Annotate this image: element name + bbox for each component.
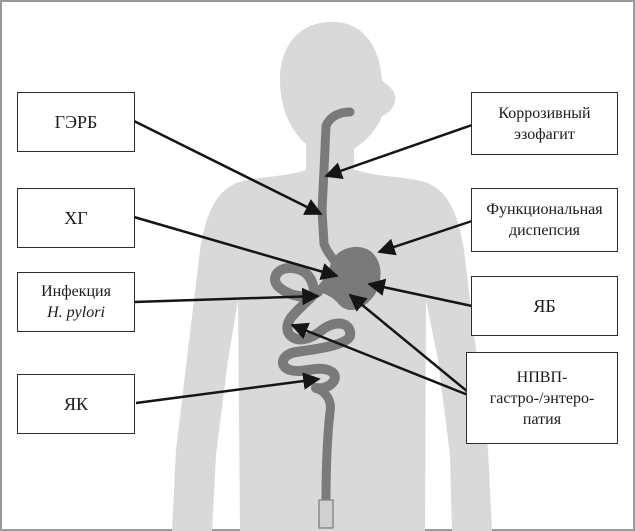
label-corrosive-line1: Коррозивный xyxy=(498,103,590,124)
label-box-infection: Инфекция H. pylori xyxy=(17,272,135,332)
label-nsaid-line1: НПВП- xyxy=(517,367,568,388)
label-box-xg: ХГ xyxy=(17,188,135,248)
label-corrosive-line2: эзофагит xyxy=(514,124,575,145)
label-nsaid-line3: патия xyxy=(523,409,561,430)
label-box-corrosive: Коррозивный эзофагит xyxy=(471,92,618,155)
label-functional-line2: диспепсия xyxy=(509,220,580,241)
label-box-nsaid: НПВП- гастро-/энтеро- патия xyxy=(466,352,618,444)
label-infection-line1: Инфекция xyxy=(41,281,111,302)
label-box-yak: ЯК xyxy=(17,374,135,434)
label-nsaid-line2: гастро-/энтеро- xyxy=(490,388,595,409)
label-box-yab: ЯБ xyxy=(471,276,618,336)
label-yak: ЯК xyxy=(64,394,88,415)
anus xyxy=(319,500,333,528)
label-functional-line1: Функциональная xyxy=(486,199,602,220)
label-box-functional: Функциональная диспепсия xyxy=(471,188,618,252)
label-yab: ЯБ xyxy=(533,296,555,317)
head-shape xyxy=(280,22,395,152)
label-xg: ХГ xyxy=(64,208,87,229)
label-infection-line2: H. pylori xyxy=(47,302,105,323)
label-gerd: ГЭРБ xyxy=(55,112,98,133)
label-box-gerd: ГЭРБ xyxy=(17,92,135,152)
